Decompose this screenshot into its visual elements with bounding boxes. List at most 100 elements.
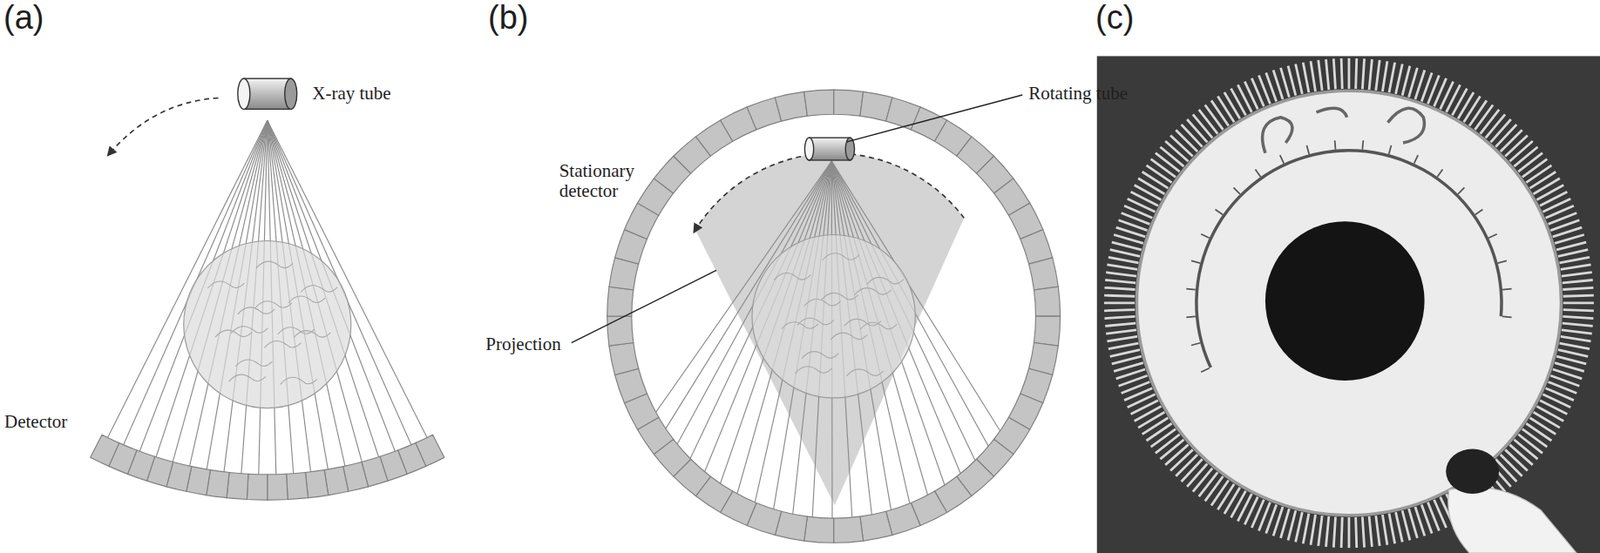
detector-tube — [1348, 58, 1351, 89]
detector-tube — [1155, 434, 1180, 455]
phantom-texture — [822, 253, 860, 261]
detector-tube — [1341, 58, 1343, 89]
part-label: Rotating tube — [1028, 83, 1128, 104]
scale-tick — [1498, 260, 1507, 264]
detector-tube — [1181, 459, 1203, 482]
scale-tick — [1488, 234, 1498, 238]
detector-tube — [1142, 418, 1169, 435]
detector-tube — [1525, 165, 1552, 184]
detector-tube — [1355, 517, 1357, 549]
detector-tube — [1310, 515, 1316, 546]
detector-tube — [1560, 264, 1592, 270]
detector-tube — [1561, 272, 1593, 277]
detector-cell — [804, 516, 834, 543]
gantry-face — [1136, 90, 1561, 516]
panel-c-photo — [1097, 55, 1600, 553]
scale-tick — [1334, 140, 1337, 150]
detector-tube — [1170, 135, 1194, 156]
detector-tube — [1110, 250, 1140, 258]
detector-tube — [1348, 517, 1351, 549]
detector-tube — [1562, 316, 1594, 319]
detector-cell — [226, 472, 249, 500]
detector-tube — [1105, 272, 1137, 277]
technician-body — [1448, 487, 1577, 553]
detector-tube — [1244, 497, 1258, 526]
tube-body — [809, 137, 851, 161]
detector-tube — [1105, 279, 1136, 283]
detector-tube — [1559, 343, 1590, 350]
detector-tube — [1159, 440, 1184, 460]
detector-tube — [1542, 394, 1571, 408]
detector-tube — [1138, 178, 1165, 195]
phantom-texture — [804, 298, 841, 306]
tube-end — [804, 137, 814, 161]
phantom-texture — [277, 327, 315, 335]
scale-tick — [1254, 169, 1261, 177]
detector-cell — [804, 89, 834, 116]
scale-tick — [1389, 145, 1392, 155]
detector-tube — [1559, 257, 1590, 264]
detector-tube — [1104, 302, 1135, 306]
detector-cell — [607, 286, 634, 317]
detector-tube — [1464, 96, 1481, 123]
detector-tube — [1333, 517, 1336, 549]
detector-tube — [1175, 454, 1198, 477]
detector-tube — [1518, 434, 1543, 455]
panel-letter: (c) — [1095, 0, 1134, 37]
scale-tick — [1457, 187, 1465, 194]
panel-b-art — [571, 89, 1061, 543]
scale-tick — [1214, 209, 1223, 215]
detector-tube — [1563, 310, 1594, 312]
detector-tube — [1231, 491, 1247, 519]
detector-tube — [1302, 514, 1309, 545]
leader-line — [571, 270, 717, 343]
detector-tube — [1181, 124, 1203, 148]
scale-tick — [1502, 288, 1512, 292]
detector-tube — [1536, 185, 1564, 201]
detector-tube — [1134, 185, 1162, 201]
phantom-texture — [288, 296, 326, 304]
detector-tube — [1556, 356, 1587, 365]
detector-tube — [1522, 429, 1547, 448]
detector-tube — [1165, 445, 1188, 466]
detector-cell — [267, 474, 288, 501]
detector-cell — [833, 89, 864, 116]
detector-tube — [1500, 454, 1523, 477]
detector-tube — [1111, 356, 1142, 365]
detector-tube — [1224, 488, 1241, 515]
phantom-texture — [235, 359, 272, 367]
detector-tube — [1495, 124, 1517, 148]
detector-cell — [1033, 286, 1060, 317]
scale-tick — [1306, 145, 1309, 155]
detector-tube — [1131, 400, 1159, 415]
detector-tube — [1376, 60, 1380, 91]
detector-tube — [1563, 295, 1594, 297]
phantom-texture — [264, 340, 301, 348]
detector-tube — [1224, 92, 1241, 119]
detector-tube — [1376, 515, 1380, 547]
detector-tube — [1288, 510, 1296, 541]
detector-tube — [1530, 418, 1557, 435]
detector-tube — [1480, 109, 1500, 135]
detector-tube — [1237, 494, 1252, 522]
detector-tube — [1159, 147, 1184, 167]
panel-letter: (a) — [3, 0, 44, 37]
detector-tube — [1110, 350, 1140, 358]
rotation-arrow — [694, 153, 965, 232]
gantry-bore — [1265, 221, 1425, 381]
phantom-texture — [844, 318, 882, 326]
detector-tube — [1199, 472, 1219, 497]
detector-tube — [1186, 464, 1207, 488]
detector-tube — [1165, 141, 1188, 162]
panel-a-art — [90, 78, 445, 501]
phantom-disc — [752, 234, 916, 398]
detector-tube — [1402, 66, 1411, 96]
detector-tube — [1369, 59, 1372, 90]
detector-tube — [1530, 171, 1557, 189]
detector-tube — [1111, 242, 1142, 251]
detector-tube — [1134, 406, 1162, 421]
panel-letter: (b) — [488, 0, 529, 37]
detector-tube — [1369, 516, 1372, 548]
detector-tube — [1382, 515, 1387, 546]
